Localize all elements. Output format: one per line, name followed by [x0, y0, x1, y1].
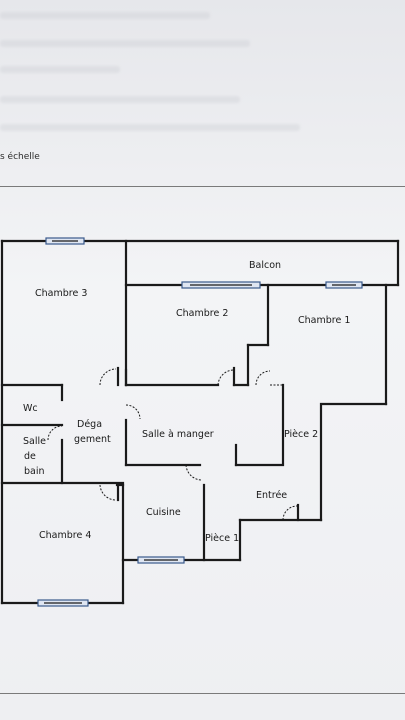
room-label-salle-a-manger: Salle à manger: [142, 429, 214, 440]
room-label-piece-1: Pièce 1: [205, 533, 239, 544]
bleed-through-line: [0, 66, 120, 73]
bottom-divider: [0, 693, 405, 694]
room-label-chambre-3: Chambre 3: [35, 288, 87, 299]
top-divider: [0, 186, 405, 187]
bleed-through-line: [0, 12, 210, 19]
room-label-chambre-1: Chambre 1: [298, 315, 350, 326]
room-label-balcon: Balcon: [249, 260, 281, 271]
room-labels: Balcon Chambre 3 Chambre 2 Chambre 1 Wc …: [23, 260, 350, 544]
room-label-chambre-2: Chambre 2: [176, 308, 228, 319]
room-label-wc: Wc: [23, 403, 38, 414]
room-label-salle-de-bain-2: de: [24, 451, 36, 462]
door-swing: [217, 369, 234, 386]
room-label-salle-de-bain-1: Salle: [23, 436, 46, 447]
door-swing: [99, 484, 117, 501]
door-swing: [47, 425, 63, 441]
bleed-through-line: [0, 124, 300, 131]
door-swings: [47, 368, 298, 521]
door-swing: [282, 505, 298, 521]
room-label-degagement-1: Déga: [77, 419, 102, 430]
room-label-degagement-2: gement: [74, 434, 111, 445]
room-label-chambre-4: Chambre 4: [39, 530, 91, 541]
room-label-salle-de-bain-3: bain: [24, 466, 45, 477]
bleed-through-line: [0, 96, 240, 103]
windows: [37, 237, 363, 607]
door-swing: [185, 464, 203, 481]
bleed-through-line: [0, 40, 250, 47]
door-swing: [125, 404, 141, 420]
room-label-piece-2: Pièce 2: [284, 429, 318, 440]
walls: [0, 239, 400, 605]
scale-caption: s échelle: [0, 152, 40, 162]
door-swing: [255, 370, 271, 386]
door-swing: [99, 368, 117, 386]
room-label-entree: Entrée: [256, 490, 287, 501]
room-label-cuisine: Cuisine: [146, 507, 181, 518]
